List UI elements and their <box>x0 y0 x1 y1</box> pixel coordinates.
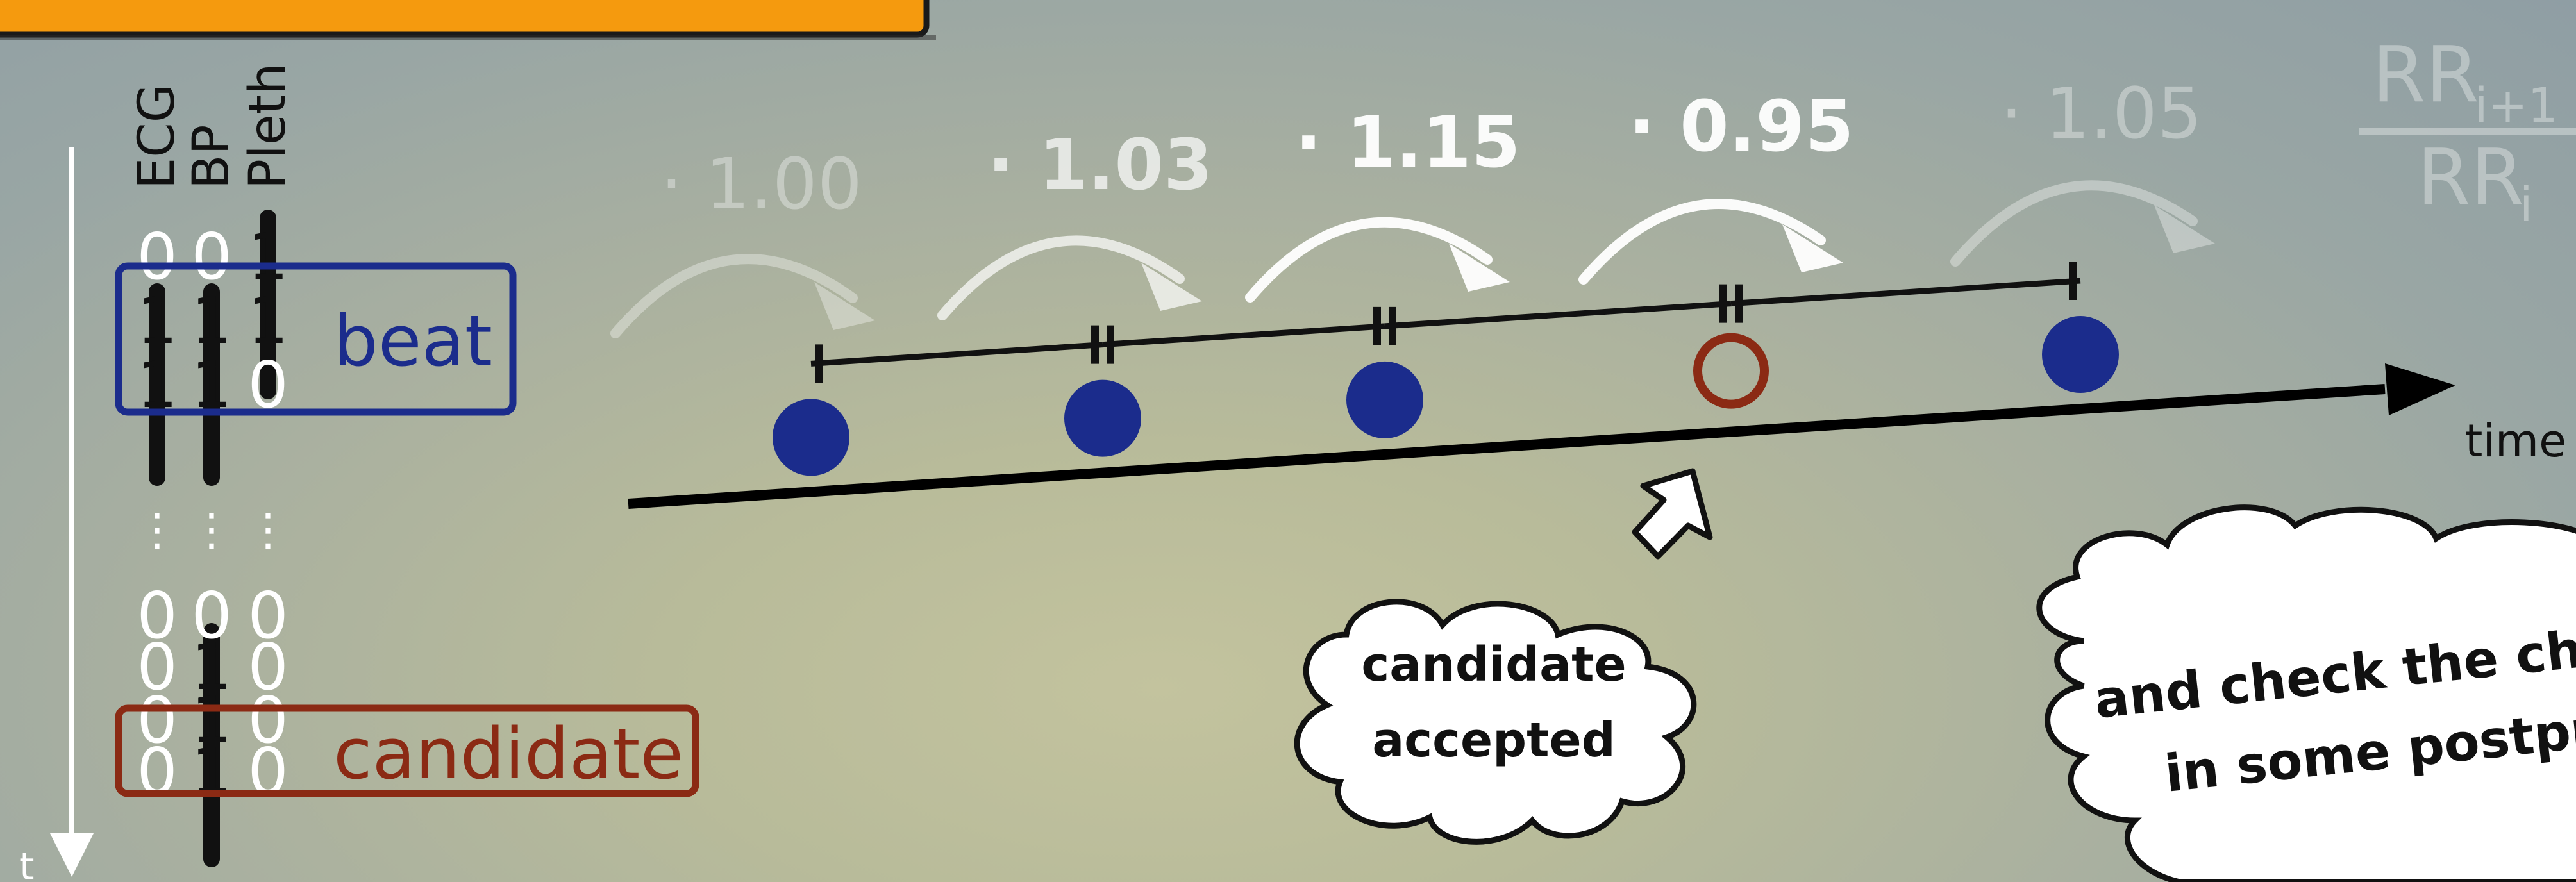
formula-numerator-sub: i+1 <box>2475 78 2558 133</box>
grid-cell: 0 <box>137 578 178 653</box>
candidate-box <box>115 704 699 797</box>
channel-header-pleth: Pleth <box>239 63 297 189</box>
rr-interval <box>1384 301 1732 329</box>
grid-cell: 1 <box>191 734 232 809</box>
grid-cell: 0 <box>137 734 178 809</box>
grid-cell: 0 <box>247 629 289 704</box>
beat-marker <box>2042 316 2119 394</box>
beat-marker <box>773 399 849 476</box>
ratio-labels: · 1.00 · 1.03 · 1.15 · 0.95 · 1.05 <box>660 72 2202 225</box>
grid-cell: 0 <box>247 683 289 758</box>
grid-cell: 0 <box>137 683 178 758</box>
ratio-label: · 1.05 <box>2000 72 2202 154</box>
timeline-arrowhead <box>2385 363 2455 415</box>
grid-cell: 1 <box>137 283 178 358</box>
bubble-accepted-line1: candidate <box>1361 637 1626 692</box>
bubble-check <box>2036 504 2576 882</box>
grid-cell: 1 <box>247 283 289 358</box>
ratio-arrowhead <box>2154 205 2215 253</box>
formula-denominator: RR <box>2417 133 2524 222</box>
grid-cell: 0 <box>247 734 289 809</box>
ratio-arrow <box>937 235 1185 320</box>
ratio-arrow <box>1578 199 1826 285</box>
beat-label: beat <box>333 300 492 382</box>
ratio-label: · 0.95 <box>1628 85 1853 167</box>
rr-interval <box>1102 323 1385 348</box>
ratio-arrow <box>610 254 858 338</box>
events <box>773 316 2119 476</box>
ratio-arrow <box>1950 180 2198 267</box>
time-down-arrowhead <box>50 833 94 877</box>
grid-cell: 0 <box>191 578 232 653</box>
ratio-arrowhead <box>1782 224 1843 272</box>
grid-cell: ⋮ <box>135 503 180 556</box>
ratio-arrowhead <box>1141 263 1202 311</box>
grid-cell: 1 <box>191 283 232 358</box>
candidate-marker <box>1693 333 1769 409</box>
beat-box <box>115 262 517 416</box>
channel-header-ecg: ECG <box>128 84 186 189</box>
grid-cell: ⋮ <box>246 503 290 556</box>
ratio-label: · 1.00 <box>660 143 862 225</box>
grid-cell: 0 <box>137 629 178 704</box>
grid-cell: 1 <box>247 219 289 294</box>
grid-cell: 0 <box>137 219 178 294</box>
rr-intervals <box>810 262 2081 383</box>
header-box-shadow <box>0 35 936 40</box>
pointer-arrow <box>1632 468 1713 560</box>
ratio-formula: RR i+1 RR i <box>2359 31 2576 233</box>
ratio-arrowhead <box>1449 244 1510 292</box>
candidate-label: candidate <box>333 713 683 795</box>
channel-header-bp: BP <box>183 124 240 189</box>
bubble-accepted-line2: accepted <box>1372 713 1615 768</box>
timeline-axis-label: time <box>2465 415 2566 467</box>
grid-cell: 0 <box>191 219 232 294</box>
grid-cell: 1 <box>191 683 232 758</box>
ratio-arrows <box>610 180 2215 338</box>
ratio-label: · 1.03 <box>987 124 1212 206</box>
ratio-arrowhead <box>814 282 875 330</box>
beat-marker <box>1346 361 1423 438</box>
rr-interval <box>810 342 1103 367</box>
grid-cell: 0 <box>247 578 289 653</box>
formula-numerator: RR <box>2372 31 2479 120</box>
ratio-arrow <box>1245 217 1493 303</box>
channel-bars <box>149 210 276 867</box>
header-box <box>0 0 930 38</box>
grid-cell: ⋮ <box>189 503 234 556</box>
time-down-label: t <box>19 844 35 882</box>
beat-marker <box>1064 379 1141 457</box>
bubble-accepted <box>1294 599 1697 845</box>
rr-interval <box>1730 278 2081 307</box>
ratio-label: · 1.15 <box>1295 101 1520 183</box>
grid-cell: 1 <box>191 629 232 704</box>
formula-denominator-sub: i <box>2520 178 2533 233</box>
timeline-axis <box>628 384 2386 509</box>
